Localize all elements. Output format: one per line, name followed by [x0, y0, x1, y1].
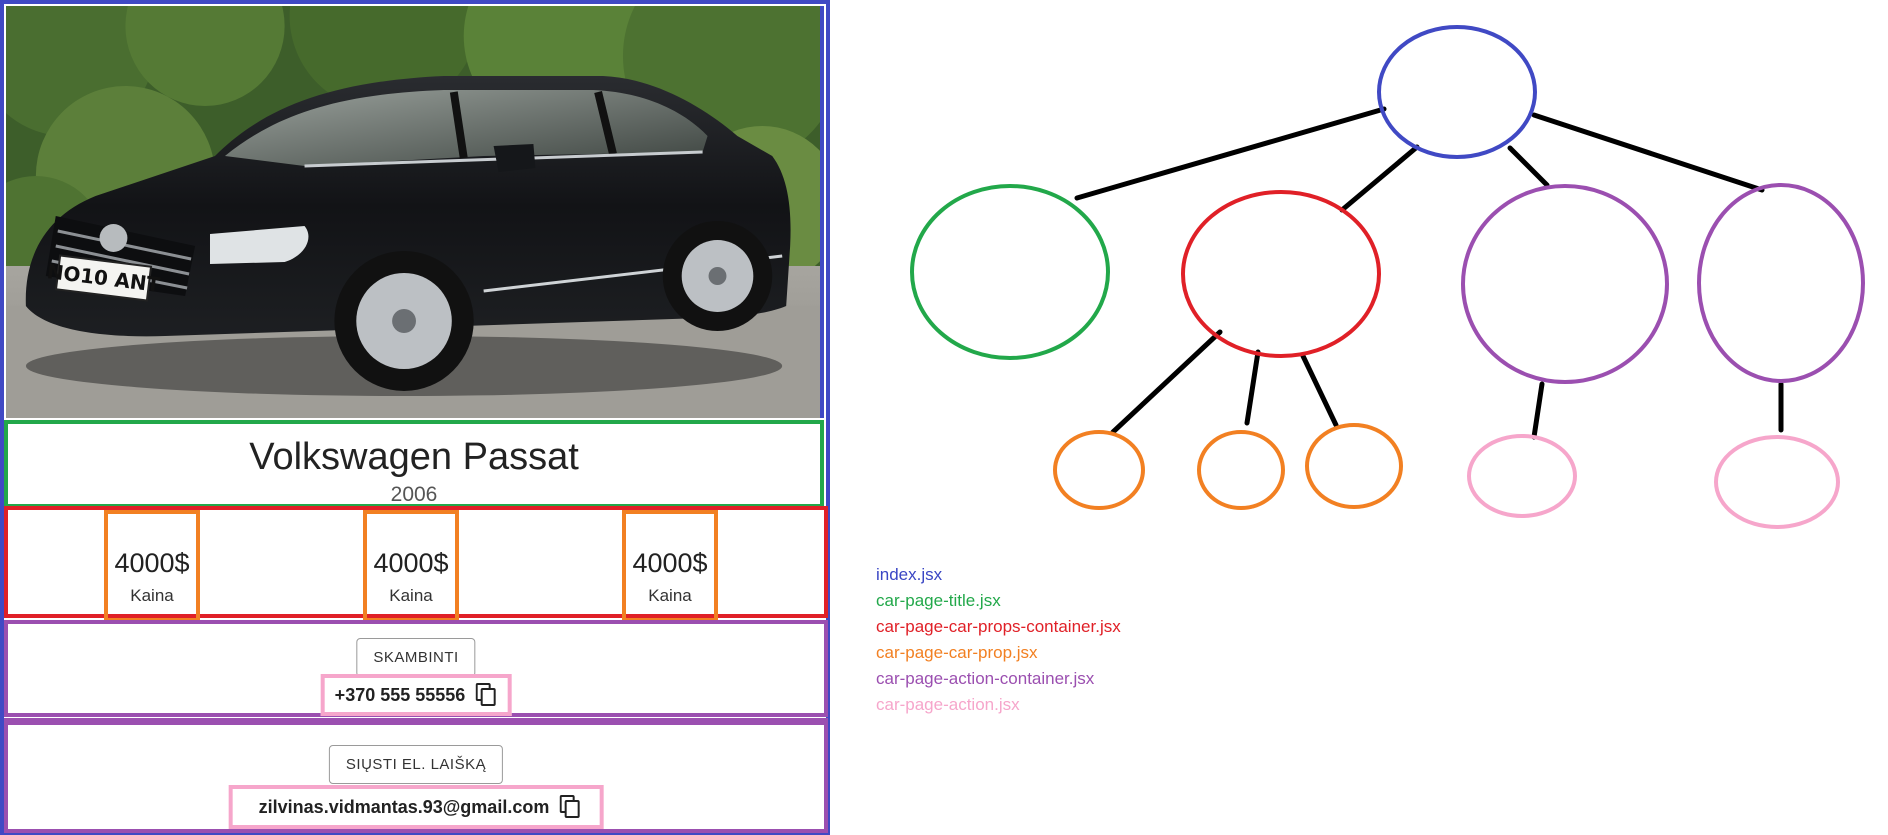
edge-index-props [1339, 144, 1420, 213]
legend-item-props-container: car-page-car-props-container.jsx [876, 617, 1121, 636]
edge-props-prop-1 [1110, 329, 1223, 435]
email-address: zilvinas.vidmantas.93@gmail.com [258, 796, 550, 817]
edge-index-action-2 [1531, 112, 1765, 193]
send-email-button[interactable]: SIŲSTI EL. LAIŠKĄ [328, 745, 504, 784]
phone-number: +370 555 55556 [334, 684, 466, 705]
node-car-page-car-prop-1 [1053, 430, 1145, 510]
car-page-title: Volkswagen Passat 2006 [4, 420, 824, 508]
car-prop-value: 4000$ [632, 548, 708, 578]
node-car-page-car-prop-2 [1197, 430, 1285, 510]
edge-index-action-1 [1507, 145, 1550, 188]
car-prop: 4000$ Kaina [363, 510, 459, 622]
index-component-frame: NO10 ANT Volkswagen Passat 2006 4000$ Ka… [0, 0, 830, 835]
car-year: 2006 [390, 483, 438, 506]
edge-props-prop-3 [1300, 353, 1339, 428]
car-title: Volkswagen Passat [249, 436, 579, 478]
car-prop-label: Kaina [389, 586, 433, 605]
car-page-car-props-container: 4000$ Kaina 4000$ Kaina 4000$ Kaina [4, 506, 828, 622]
edge-index-title [1074, 106, 1387, 201]
node-car-page-car-props-container [1181, 190, 1381, 358]
car-prop-label: Kaina [130, 586, 174, 605]
car-page-action-phone: +370 555 55556 [320, 674, 512, 716]
node-car-page-car-prop-3 [1305, 423, 1403, 509]
car-prop: 4000$ Kaina [622, 510, 718, 622]
car-prop: 4000$ Kaina [104, 510, 200, 622]
edge-action-1-child [1531, 381, 1545, 440]
component-tree-diagram [910, 25, 1865, 529]
car-page-action-email: zilvinas.vidmantas.93@gmail.com [228, 785, 604, 829]
car-page-action-container-call: SKAMBINTI +370 555 55556 [4, 620, 828, 717]
component-legend: index.jsx car-page-title.jsx car-page-ca… [876, 562, 1121, 718]
node-index [1377, 25, 1537, 159]
call-button[interactable]: SKAMBINTI [356, 638, 476, 677]
node-car-page-title [910, 184, 1110, 360]
legend-item-title: car-page-title.jsx [876, 591, 1001, 610]
car-page-action-container-email: SIŲSTI EL. LAIŠKĄ zilvinas.vidmantas.93@… [4, 718, 828, 833]
node-car-page-action-container-2 [1697, 183, 1865, 383]
car-photo: NO10 ANT [6, 6, 824, 418]
legend-item-action: car-page-action.jsx [876, 695, 1020, 714]
node-car-page-action-1 [1467, 434, 1577, 518]
edge-props-prop-2 [1244, 349, 1261, 426]
car-prop-value: 4000$ [114, 548, 190, 578]
copy-icon[interactable] [475, 683, 497, 707]
legend-item-index: index.jsx [876, 565, 943, 584]
node-car-page-action-container-1 [1461, 184, 1669, 384]
car-prop-label: Kaina [648, 586, 692, 605]
legend-item-action-container: car-page-action-container.jsx [876, 669, 1095, 688]
car-prop-value: 4000$ [373, 548, 449, 578]
copy-icon[interactable] [559, 795, 581, 819]
legend-item-prop: car-page-car-prop.jsx [876, 643, 1038, 662]
node-car-page-action-2 [1714, 435, 1840, 529]
